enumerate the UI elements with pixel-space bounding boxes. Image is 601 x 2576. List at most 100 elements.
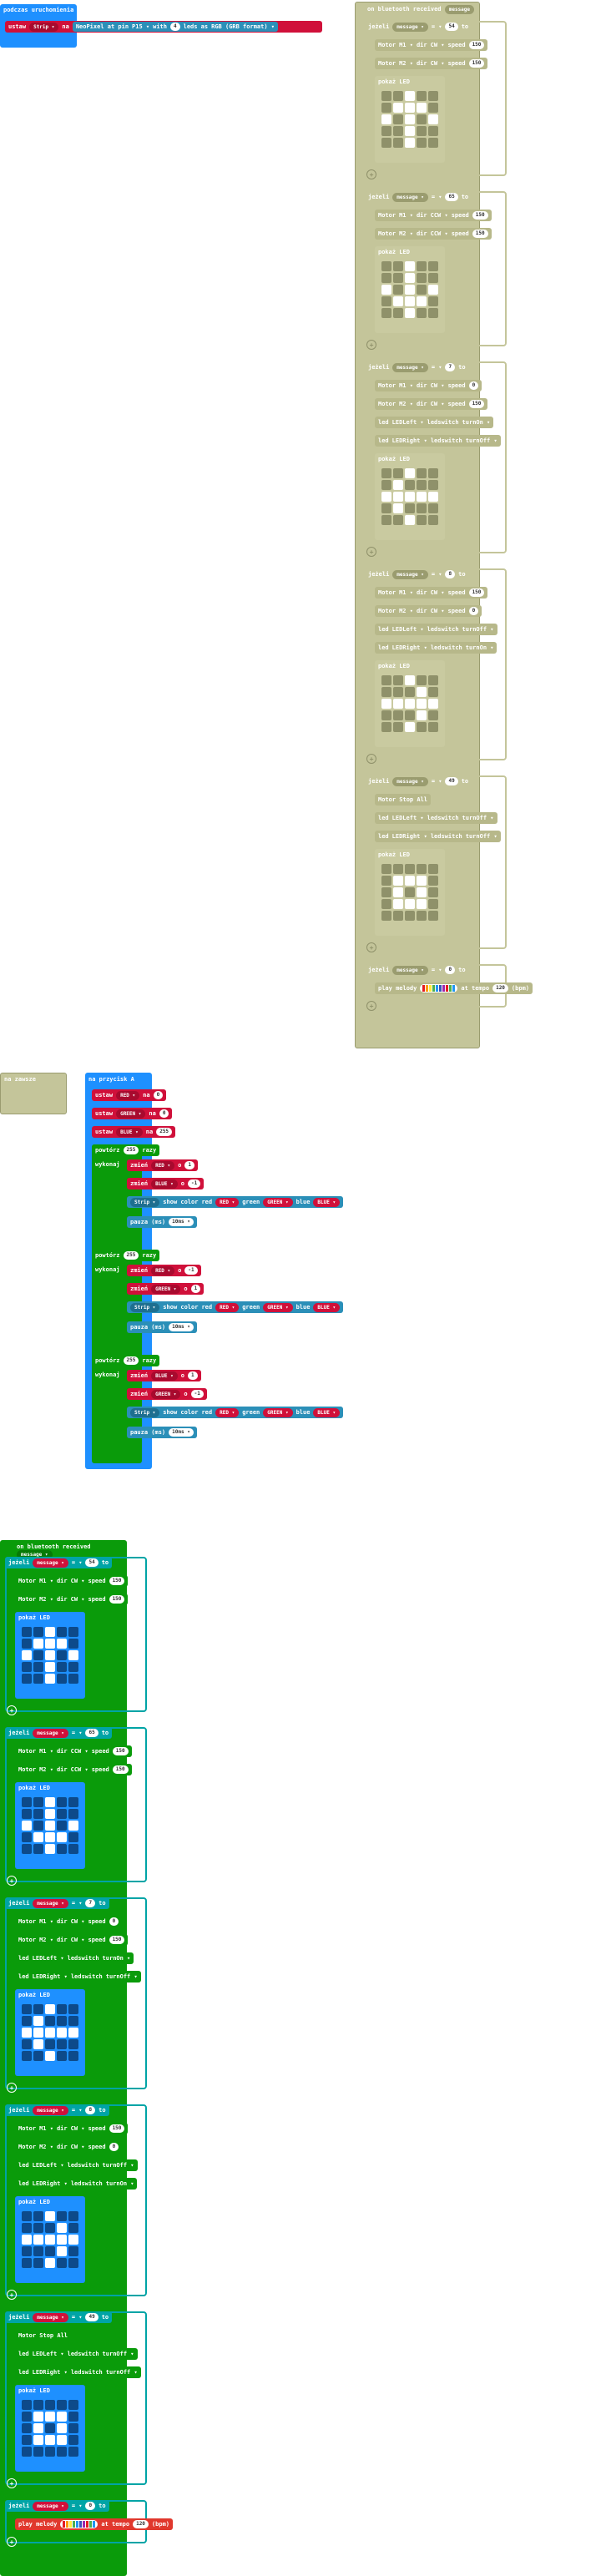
led-cell-off[interactable] (381, 261, 391, 271)
led-cell-on[interactable] (405, 515, 415, 525)
led-cell-on[interactable] (393, 103, 403, 113)
variable-select[interactable]: RED (151, 1160, 175, 1170)
led-cell-off[interactable] (68, 1627, 78, 1637)
led-cell-off[interactable] (393, 515, 403, 525)
show-leds-block[interactable]: pokaż LED (375, 453, 445, 540)
add-else-icon[interactable]: + (366, 547, 376, 557)
led-state-select[interactable]: turnOff (466, 833, 497, 840)
dir-select[interactable]: CCW (431, 230, 448, 237)
motor-stop-row[interactable]: Motor Stop All (15, 2330, 72, 2341)
case-value-input[interactable]: 7 (85, 1899, 96, 1907)
led-cell-off[interactable] (57, 2258, 67, 2268)
led-cell-off[interactable] (417, 468, 427, 478)
led-cell-off[interactable] (22, 2258, 32, 2268)
led-select[interactable]: LEDLeft (33, 2351, 64, 2357)
led-cell-off[interactable] (417, 503, 427, 513)
case-value-input[interactable]: 54 (445, 23, 458, 31)
blue-variable[interactable]: BLUE (313, 1302, 341, 1312)
led-cell-off[interactable] (428, 91, 438, 101)
led-cell-off[interactable] (57, 2039, 67, 2049)
led-cell-on[interactable] (33, 1832, 43, 1842)
led-cell-off[interactable] (417, 261, 427, 271)
motor-select[interactable]: M1 (39, 2125, 53, 2132)
led-cell-off[interactable] (381, 138, 391, 148)
led-cell-on[interactable] (57, 2223, 67, 2233)
led-cell-off[interactable] (33, 1650, 43, 1660)
led-cell-off[interactable] (68, 2004, 78, 2014)
blue-variable[interactable]: BLUE (313, 1197, 341, 1207)
strip-variable[interactable]: Strip (130, 1197, 160, 1207)
led-cell-off[interactable] (381, 887, 391, 897)
pause-input[interactable]: 10ms (169, 1323, 194, 1331)
led-cell-on[interactable] (45, 1650, 55, 1660)
led-row[interactable]: ledLEDLeftledswitchturnOn (375, 417, 494, 428)
led-cell-off[interactable] (381, 864, 391, 874)
led-cell-off[interactable] (57, 1674, 67, 1684)
led-cell-off[interactable] (33, 2223, 43, 2233)
motor-row[interactable]: MotorM2dirCCWspeed150 (375, 228, 492, 240)
led-grid[interactable] (22, 2004, 78, 2061)
led-cell-off[interactable] (417, 911, 427, 921)
melody-swatch[interactable] (60, 2520, 98, 2528)
led-cell-off[interactable] (33, 2051, 43, 2061)
led-cell-off[interactable] (417, 138, 427, 148)
led-cell-off[interactable] (381, 296, 391, 306)
led-cell-off[interactable] (393, 710, 403, 720)
red-variable[interactable]: RED (215, 1407, 240, 1417)
equals-operator[interactable]: = (72, 2107, 83, 2114)
led-cell-off[interactable] (381, 503, 391, 513)
add-else-icon[interactable]: + (7, 2537, 17, 2547)
led-cell-off[interactable] (68, 1797, 78, 1807)
led-cell-off[interactable] (33, 2400, 43, 2410)
led-cell-off[interactable] (381, 91, 391, 101)
led-cell-on[interactable] (405, 91, 415, 101)
led-cell-on[interactable] (22, 1650, 32, 1660)
led-cell-on[interactable] (417, 887, 427, 897)
led-cell-on[interactable] (45, 1674, 55, 1684)
equals-operator[interactable]: = (432, 571, 442, 578)
dir-select[interactable]: CW (71, 2125, 85, 2132)
led-cell-on[interactable] (45, 1832, 55, 1842)
led-cell-off[interactable] (33, 1821, 43, 1831)
led-cell-off[interactable] (57, 1662, 67, 1672)
led-cell-off[interactable] (393, 308, 403, 318)
led-cell-on[interactable] (68, 2028, 78, 2038)
led-cell-off[interactable] (68, 2211, 78, 2221)
led-cell-on[interactable] (405, 138, 415, 148)
led-cell-off[interactable] (68, 2435, 78, 2445)
led-cell-off[interactable] (428, 899, 438, 909)
led-cell-on[interactable] (417, 103, 427, 113)
strip-variable[interactable]: Strip (130, 1407, 160, 1417)
led-cell-off[interactable] (68, 2016, 78, 2026)
red-variable[interactable]: RED (215, 1197, 240, 1207)
motor-row[interactable]: MotorM1dirCWspeed150 (375, 587, 488, 599)
led-cell-on[interactable] (22, 2235, 32, 2245)
led-cell-off[interactable] (68, 2412, 78, 2422)
variable-select[interactable]: GREEN (151, 1389, 181, 1399)
led-cell-off[interactable] (381, 911, 391, 921)
led-cell-on[interactable] (417, 296, 427, 306)
speed-input[interactable]: 0 (109, 1917, 119, 1926)
led-cell-off[interactable] (428, 675, 438, 685)
led-state-select[interactable]: turnOff (466, 437, 497, 444)
set-strip-row[interactable]: ustaw Strip na NeoPixel at pin P15 with … (5, 21, 322, 33)
speed-input[interactable]: 150 (472, 230, 488, 238)
case-value-input[interactable]: 54 (85, 1558, 98, 1567)
led-cell-off[interactable] (393, 687, 403, 697)
led-row[interactable]: ledLEDLeftledswitchturnOn (15, 1952, 134, 1964)
led-cell-off[interactable] (428, 296, 438, 306)
show-leds-block[interactable]: pokaż LED (15, 1989, 85, 2076)
motor-row[interactable]: MotorM2dirCWspeed0 (15, 2141, 123, 2153)
equals-operator[interactable]: = (72, 2314, 83, 2321)
green-variable[interactable]: GREEN (263, 1302, 293, 1312)
led-cell-off[interactable] (45, 2400, 55, 2410)
motor-row[interactable]: MotorM1dirCWspeed150 (15, 1575, 129, 1587)
led-cell-off[interactable] (417, 864, 427, 874)
tempo-input[interactable]: 120 (133, 2520, 149, 2528)
speed-input[interactable]: 150 (472, 211, 488, 220)
led-cell-off[interactable] (381, 675, 391, 685)
led-cell-on[interactable] (405, 492, 415, 502)
led-cell-on[interactable] (405, 308, 415, 318)
